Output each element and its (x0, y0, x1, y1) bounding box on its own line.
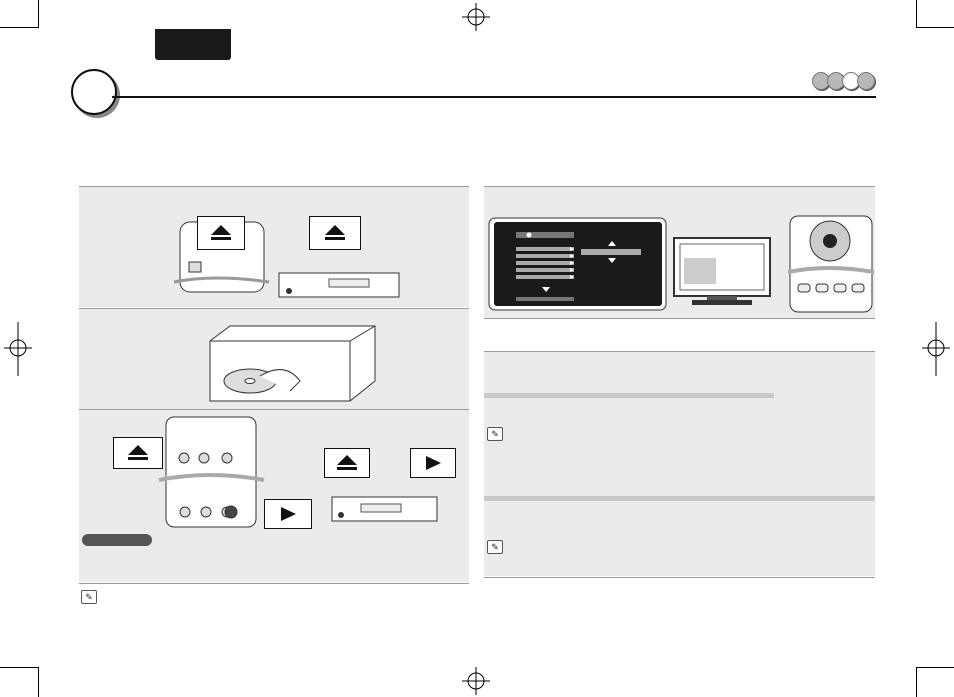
section-badge (71, 69, 117, 115)
eject-button-callout[interactable] (324, 448, 370, 478)
play-icon (281, 507, 296, 521)
divider (79, 308, 469, 309)
divider (484, 186, 875, 187)
play-icon (426, 456, 441, 470)
divider (79, 583, 469, 584)
section-rule (484, 496, 875, 501)
divider (79, 186, 469, 187)
crop-mark (916, 667, 917, 697)
disc-format-icons (812, 72, 875, 90)
crop-mark (38, 0, 39, 28)
play-button-callout[interactable] (410, 448, 456, 478)
crop-mark (916, 667, 954, 668)
crop-mark (0, 27, 38, 28)
step2-disc-tray-illustration (209, 325, 376, 402)
divider (79, 409, 469, 410)
play-button-callout[interactable] (264, 499, 312, 529)
divider (484, 577, 875, 578)
pencil-note-icon: ✎ (487, 427, 503, 441)
eject-icon (325, 225, 345, 240)
step1-illustration (173, 221, 400, 298)
step-panel-1 (79, 187, 469, 307)
eject-button-callout[interactable] (197, 216, 245, 250)
crop-mark (916, 27, 954, 28)
step3-illustration (158, 416, 438, 528)
section-rule (484, 393, 774, 398)
info-panel (484, 352, 875, 576)
onscreen-menu (488, 217, 667, 311)
eject-button-callout[interactable] (309, 216, 361, 250)
title-rule (112, 96, 876, 98)
eject-icon (211, 225, 231, 240)
tv-illustration (673, 237, 771, 305)
header-tab (155, 29, 231, 60)
eject-icon (337, 455, 357, 470)
remote-illustration (788, 215, 874, 313)
label-pill (82, 534, 152, 546)
eject-button-callout[interactable] (113, 437, 163, 469)
crop-mark (38, 667, 39, 697)
eject-icon (128, 445, 148, 460)
pencil-note-icon: ✎ (81, 590, 97, 604)
divider (484, 318, 875, 319)
pencil-note-icon: ✎ (487, 540, 503, 554)
divider (484, 351, 875, 352)
crop-mark (0, 667, 38, 668)
crop-mark (916, 0, 917, 28)
